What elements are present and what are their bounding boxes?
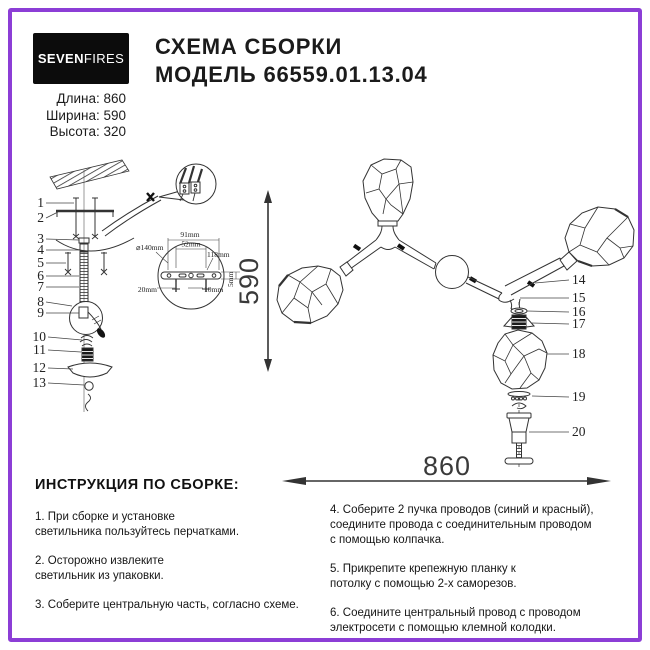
part-label-17: 17 (572, 316, 586, 331)
shade-fixing-ring (507, 391, 531, 410)
dim-52mm: 52mm (181, 240, 200, 249)
part-label-19: 19 (572, 389, 586, 404)
part-label-14: 14 (572, 272, 586, 287)
wire-squiggle (85, 393, 91, 412)
dim-140mm: ⌀140mm (136, 243, 164, 252)
canopy-dome (55, 237, 135, 252)
part-label-9: 9 (37, 305, 44, 320)
ceiling-nut (78, 237, 90, 244)
hub-left (345, 239, 437, 270)
part-label-10: 10 (33, 329, 47, 344)
part-label-2: 2 (37, 210, 44, 225)
part-label-13: 13 (33, 375, 47, 390)
wiring-ball (69, 301, 106, 338)
spec-height: Высота: 320 (49, 124, 126, 139)
mounting-bracket (56, 209, 114, 217)
part-label-3: 3 (37, 231, 44, 246)
bottom-ring (84, 381, 94, 391)
right-part-labels: 14 15 16 17 18 19 20 (520, 272, 586, 439)
ceiling-hatch (49, 159, 130, 190)
part-label-20: 20 (572, 424, 586, 439)
brand-logo-light: FIRES (83, 51, 125, 66)
shade-top (362, 158, 414, 241)
dim-10mm: 10mm (204, 285, 223, 294)
dim-860: 860 (423, 451, 471, 481)
part-label-16: 16 (572, 304, 586, 319)
part-label-18: 18 (572, 346, 586, 361)
part-label-15: 15 (572, 290, 586, 305)
canopy-screws (64, 252, 108, 276)
threaded-nipple (81, 347, 94, 362)
dim-5mm: 5mm (226, 271, 235, 287)
plate-dimension-lines (155, 238, 240, 291)
dim-118mm: 118mm (207, 250, 230, 259)
dimensions-specs: Длина: 860 Ширина: 590 Высота: 320 (8, 91, 126, 141)
center-ball (435, 255, 503, 300)
part-label-12: 12 (33, 360, 47, 375)
part-label-6: 6 (37, 268, 44, 283)
page-title: СХЕМА СБОРКИ МОДЕЛЬ 66559.01.13.04 (155, 33, 428, 89)
threaded-rod (79, 251, 89, 303)
wire-curls (79, 335, 94, 347)
instructions-left-column: ИНСТРУКЦИЯ ПО СБОРКЕ: 1. При сборке и ус… (35, 477, 327, 627)
instruction-step-6: 6. Соедините центральный провод с провод… (330, 607, 581, 634)
terminal-block-detail (158, 163, 217, 205)
part-label-5: 5 (37, 255, 44, 270)
instruction-step-5: 5. Прикрепите крепежную планку к потолку… (330, 563, 517, 590)
shade-bottom (492, 329, 548, 390)
height-dimension: 590 (234, 190, 272, 372)
instruction-step-3: 3. Соберите центральную часть, согласно … (35, 599, 299, 611)
spec-length: Длина: 860 (56, 91, 126, 106)
part-label-8: 8 (37, 294, 44, 309)
title-line1: СХЕМА СБОРКИ (155, 34, 343, 59)
terminal-block-icon (178, 165, 204, 202)
arm-to-terminal (101, 192, 162, 237)
part-label-11: 11 (33, 342, 46, 357)
mounting-screws (72, 197, 99, 240)
instruction-step-4: 4. Соберите 2 пучка проводов (синий и кр… (330, 504, 594, 546)
width-dimension: 860 (282, 451, 611, 485)
instructions-heading: ИНСТРУКЦИЯ ПО СБОРКЕ: (35, 477, 240, 493)
part-label-7: 7 (37, 279, 44, 294)
shade-left (276, 261, 354, 325)
mounting-plate-detail: 91mm 52mm ⌀140mm 118mm 20mm 10mm 5mm (136, 230, 240, 310)
hub-right (498, 257, 565, 310)
title-line2: МОДЕЛЬ 66559.01.13.04 (155, 62, 428, 87)
instruction-step-1: 1. При сборке и установке светильника по… (35, 511, 240, 538)
bottom-dish (67, 362, 113, 378)
left-part-labels: 1 2 3 4 5 6 7 8 9 10 11 12 13 (33, 195, 85, 390)
part-label-1: 1 (37, 195, 44, 210)
dim-91mm: 91mm (180, 230, 199, 239)
chandelier-diagram (276, 158, 635, 470)
spec-width: Ширина: 590 (46, 107, 126, 123)
dim-590: 590 (234, 257, 264, 305)
brand-logo-bold: SEVEN (37, 51, 84, 66)
socket-flange-and-thread (502, 314, 536, 330)
shade-right (559, 206, 635, 271)
lamp-socket (504, 412, 534, 465)
instruction-step-2: 2. Осторожно извлеките светильник из упа… (35, 555, 164, 582)
socket-ring (510, 307, 528, 315)
ceiling-mount-diagram (49, 159, 162, 412)
part-label-4: 4 (37, 242, 44, 257)
instructions-right-column: 4. Соберите 2 пучка проводов (синий и кр… (330, 503, 642, 650)
dim-20mm: 20mm (138, 285, 157, 294)
